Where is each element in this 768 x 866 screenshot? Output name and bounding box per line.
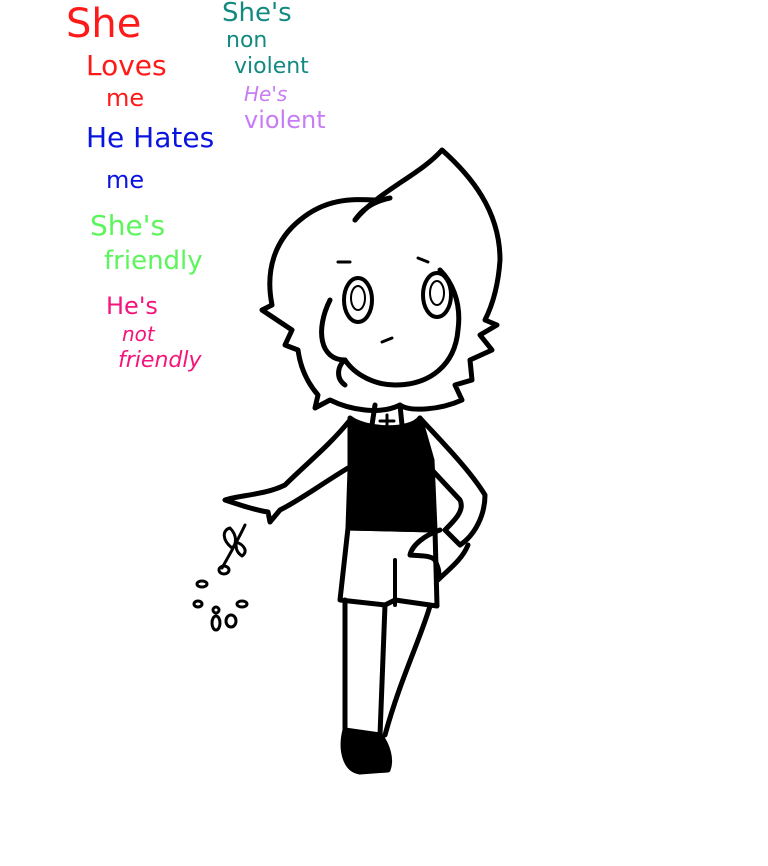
mouth — [380, 336, 394, 344]
note-hes-not-3: friendly — [118, 348, 202, 373]
note-hes-not-1: He's — [106, 292, 158, 320]
note-he-hates: He Hates — [86, 121, 215, 154]
note-hes-violent-2: violent — [244, 106, 326, 134]
note-she: She — [66, 1, 142, 47]
note-shes-friendly-2: friendly — [104, 246, 203, 276]
left-eye — [342, 276, 374, 324]
note-loves: Loves — [86, 49, 167, 82]
note-shes-nonviolent-3: violent — [234, 54, 309, 79]
note-shes-friendly-1: She's — [90, 209, 166, 242]
legs — [342, 597, 433, 738]
character-hair — [259, 147, 503, 413]
left-arm — [222, 417, 353, 525]
character-face — [319, 267, 462, 388]
right-arm — [417, 415, 488, 548]
eyebrows — [336, 256, 430, 264]
falling-petals — [192, 579, 249, 632]
note-shes-nonviolent-2: non — [226, 28, 268, 53]
right-hand — [407, 527, 471, 583]
note-hates-me: me — [106, 166, 145, 194]
note-shes-nonviolent-1: She's — [222, 0, 292, 28]
right-eye — [421, 271, 453, 319]
note-loves-me: me — [106, 84, 145, 112]
shoe — [340, 727, 393, 775]
note-hes-violent-1: He's — [244, 82, 288, 106]
tank-top — [345, 415, 438, 533]
note-hes-not-2: not — [122, 322, 155, 346]
